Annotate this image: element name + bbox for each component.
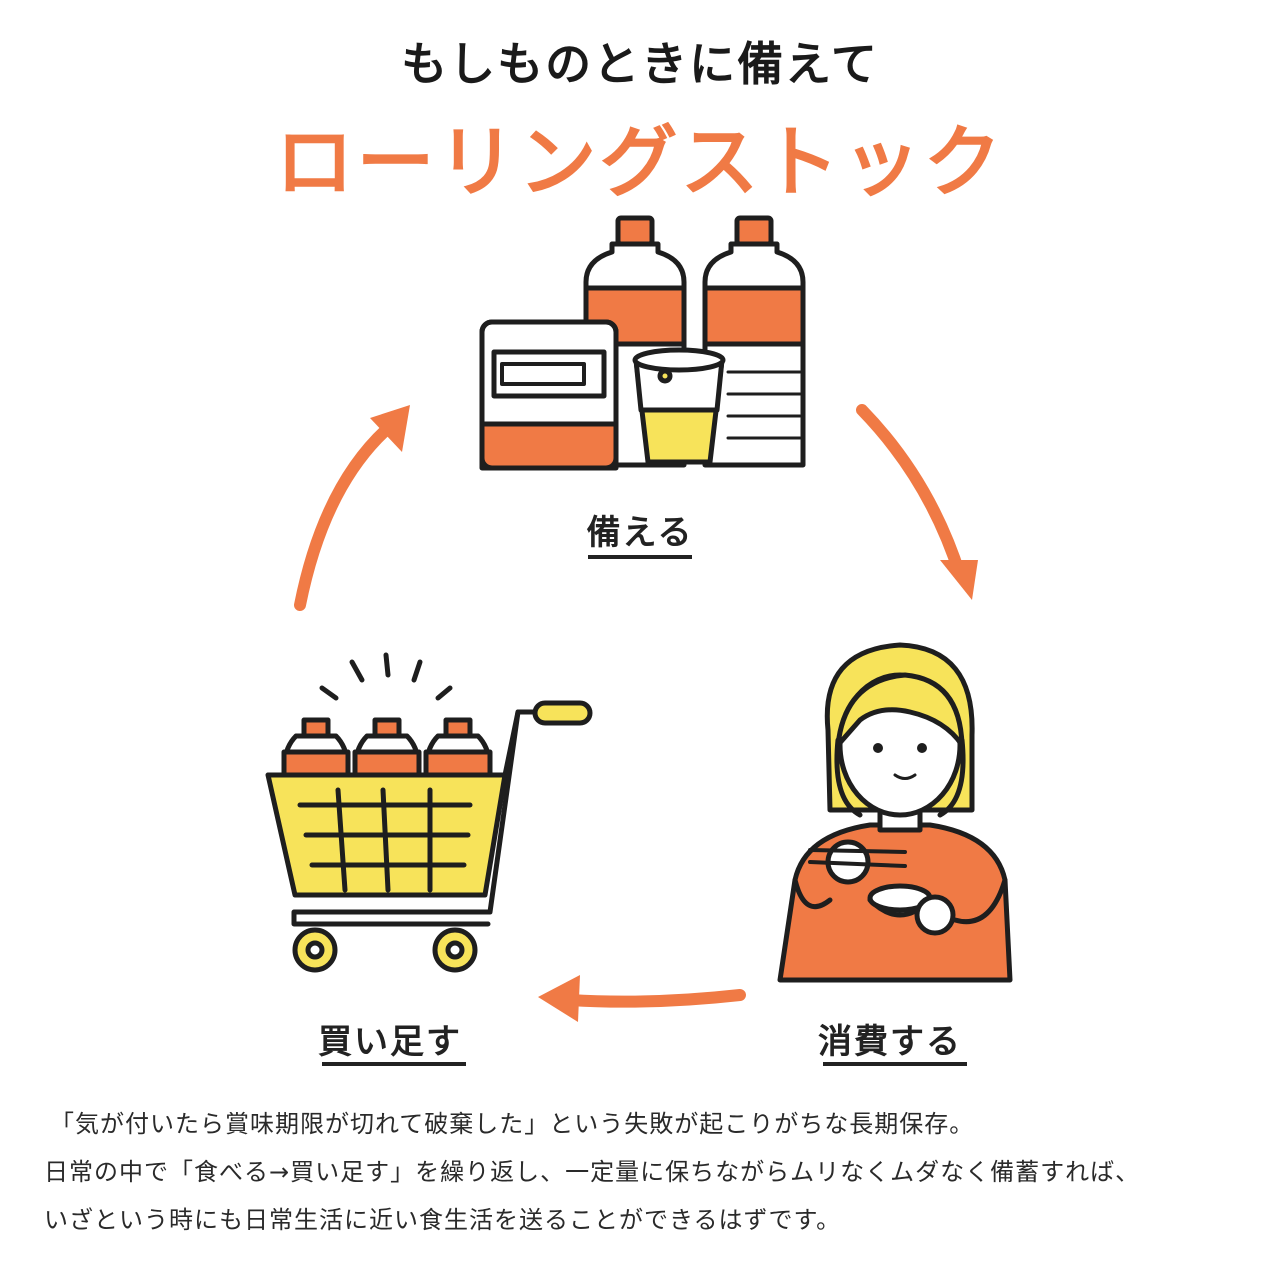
description-line-2: 日常の中で「食べる→買い足す」を繰り返し、一定量に保ちながらムリなくムダなく備蓄…: [44, 1158, 1141, 1186]
cart-bottle-3: [423, 717, 493, 779]
shopping-cart-icon: [265, 652, 593, 973]
stockpile-icon: [479, 215, 806, 471]
bottle-right: [702, 215, 806, 468]
page-title: ローリングストック: [275, 118, 1005, 208]
description-line-1: 「気が付いたら賞味期限が切れて破棄した」という失敗が起こりがちな長期保存。: [50, 1110, 975, 1138]
stage-underline-prepare: [588, 555, 692, 559]
cup-noodle: [632, 347, 726, 465]
stage-label-consume: 消費する: [818, 1022, 962, 1062]
person-eating-icon: [777, 642, 1013, 983]
arrow-right-down-head: [940, 560, 978, 600]
arrow-right-down: [856, 404, 966, 581]
arrow-left-up-head: [370, 405, 410, 452]
arrow-bottom-left: [564, 989, 746, 1008]
stage-underline-consume: [823, 1062, 967, 1066]
subtitle: もしものときに備えて: [401, 37, 879, 91]
stage-label-prepare: 備える: [586, 513, 694, 553]
description-line-3: いざという時にも日常生活に近い食生活を送ることができるはずです。: [44, 1206, 842, 1234]
arrow-left-up: [294, 416, 401, 611]
cart-bottle-2: [352, 717, 422, 779]
description: 「気が付いたら賞味期限が切れて破棄した」という失敗が起こりがちな長期保存。 日常…: [44, 1100, 1264, 1244]
cart-bottle-1: [281, 717, 351, 779]
stage-underline-buy: [322, 1062, 466, 1066]
stage-label-buy: 買い足す: [318, 1022, 462, 1062]
arrow-bottom-left-head: [538, 975, 580, 1022]
food-pouch: [479, 319, 619, 471]
